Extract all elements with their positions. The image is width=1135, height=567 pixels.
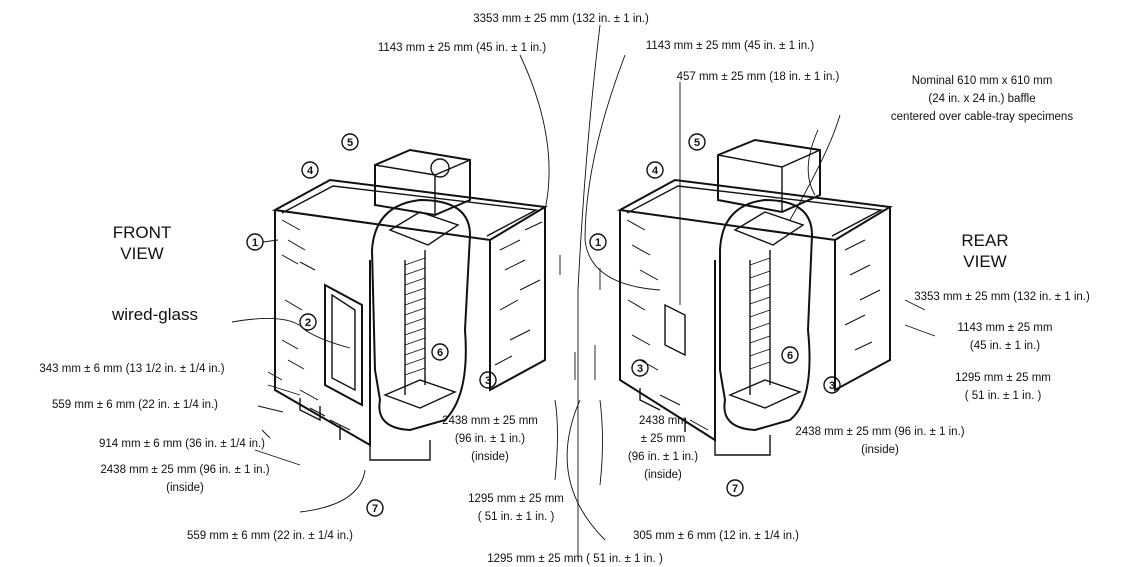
front-exhaust-box — [374, 148, 471, 217]
dim-2438-rear-line4: (inside) — [644, 469, 682, 481]
callout-3-rear-right-label: 3 — [829, 380, 835, 392]
rear-burner — [728, 379, 802, 409]
rear-brick-pattern — [626, 219, 881, 431]
dim-1295-center-line1: 1295 mm ± 25 mm — [468, 493, 564, 505]
front-view-enclosure — [271, 148, 548, 461]
front-baffle — [388, 211, 460, 246]
rear-view-enclosure — [616, 138, 893, 456]
front-right-wall — [489, 207, 546, 392]
callout-6-front-label: 6 — [437, 347, 443, 359]
front-brick-pattern — [281, 219, 543, 431]
callout-4-front-label: 4 — [307, 165, 314, 177]
rear-cable-tray — [749, 250, 771, 395]
callout-4-front — [301, 161, 319, 179]
callout-2-label: 2 — [305, 317, 311, 329]
callout-1-rear-label: 1 — [595, 237, 601, 249]
rear-view-title-line1: REAR — [961, 231, 1008, 250]
front-base — [299, 398, 431, 461]
dim-305: 305 mm ± 6 mm (12 in. ± 1/4 in.) — [633, 530, 799, 542]
dim-914: 914 mm ± 6 mm (36 in. ± 1/4 in.) — [99, 438, 265, 450]
front-cutaway — [370, 198, 472, 432]
callout-7-rear — [726, 479, 744, 497]
front-door — [324, 283, 363, 407]
rear-baffle — [733, 211, 805, 246]
rear-access-opening — [664, 303, 686, 357]
rear-cutaway — [719, 198, 814, 432]
callout-3-rear-label: 3 — [637, 363, 643, 375]
dim-mid-1143: 1143 mm ± 25 mm (45 in. ± 1 in.) — [646, 40, 815, 52]
view-titles: FRONT VIEW REAR VIEW wired-glass — [111, 223, 1009, 324]
dim-2438-right-line1: 2438 mm ± 25 mm (96 in. ± 1 in.) — [795, 426, 964, 438]
front-cable-tray — [404, 250, 426, 395]
dim-2438-center-line2: (96 in. ± 1 in.) — [455, 433, 525, 445]
rear-base — [639, 388, 771, 456]
callout-2 — [299, 313, 317, 331]
front-view-title-line1: FRONT — [113, 223, 172, 242]
front-tray-rungs — [404, 257, 426, 376]
dim-2438-center-line3: (inside) — [471, 451, 509, 463]
callout-6-rear — [781, 346, 799, 364]
front-exhaust-port — [430, 158, 450, 178]
dim-right-1143-line1: 1143 mm ± 25 mm — [958, 322, 1053, 334]
dim-right-1295-line2: ( 51 in. ± 1 in. ) — [965, 390, 1042, 402]
rear-roof — [616, 178, 893, 242]
dim-2438-left-line2: (inside) — [166, 482, 204, 494]
callout-3-rear — [631, 359, 649, 377]
callout-3-front-label: 3 — [485, 375, 491, 387]
baffle-note-line2: (24 in. x 24 in.) baffle — [928, 93, 1035, 105]
front-left-wall — [274, 210, 371, 447]
dim-457: 457 mm ± 25 mm (18 in. ± 1 in.) — [677, 71, 840, 83]
rear-view-title-line2: VIEW — [963, 252, 1006, 271]
callout-3-front — [479, 371, 497, 389]
callout-markers: 1 2 3 4 5 6 7 1 3 3 4 5 6 7 — [246, 133, 841, 517]
dim-right-1143-line2: (45 in. ± 1 in.) — [970, 340, 1040, 352]
dim-2438-rear-line2: ± 25 mm — [641, 433, 686, 445]
callout-4-rear-label: 4 — [652, 165, 659, 177]
callout-7-rear-label: 7 — [732, 483, 738, 495]
dimension-leaders — [231, 24, 936, 560]
rear-left-wall — [619, 210, 716, 442]
dim-left-1143: 1143 mm ± 25 mm (45 in. ± 1 in.) — [378, 42, 547, 54]
front-burner — [383, 379, 457, 409]
callout-1-front-label: 1 — [252, 237, 258, 249]
dim-right-1295-line1: 1295 mm ± 25 mm — [955, 372, 1051, 384]
callout-5-front — [341, 133, 359, 151]
dim-559-upper: 559 mm ± 6 mm (22 in. ± 1/4 in.) — [52, 399, 218, 411]
front-view-title-line2: VIEW — [120, 244, 163, 263]
callout-6-rear-label: 6 — [787, 350, 793, 362]
callout-5-front-label: 5 — [347, 137, 353, 149]
callout-4-rear — [646, 161, 664, 179]
dimension-labels: 3353 mm ± 25 mm (132 in. ± 1 in.) 1143 m… — [39, 13, 1090, 565]
callout-1-rear — [589, 233, 607, 251]
wired-glass-label: wired-glass — [111, 305, 198, 324]
callout-7-front — [366, 499, 384, 517]
baffle-note-line1: Nominal 610 mm x 610 mm — [912, 75, 1053, 87]
dim-2438-center-line1: 2438 mm ± 25 mm — [442, 415, 538, 427]
callout-3-rear-right — [823, 376, 841, 394]
dim-2438-rear-line1: 2438 mm — [639, 415, 687, 427]
dim-2438-rear-line3: (96 in. ± 1 in.) — [628, 451, 698, 463]
dim-343: 343 mm ± 6 mm (13 1/2 in. ± 1/4 in.) — [39, 363, 224, 375]
callout-6-front — [431, 343, 449, 361]
dim-2438-left-line1: 2438 mm ± 25 mm (96 in. ± 1 in.) — [100, 464, 269, 476]
dim-2438-right-line2: (inside) — [861, 444, 899, 456]
rear-right-wall — [834, 207, 891, 392]
dim-right-3353: 3353 mm ± 25 mm (132 in. ± 1 in.) — [914, 291, 1090, 303]
wired-glass-window — [331, 293, 356, 392]
callout-5-rear — [688, 133, 706, 151]
callout-5-rear-label: 5 — [694, 137, 700, 149]
dim-1295-center-line2: ( 51 in. ± 1 in. ) — [478, 511, 555, 523]
dim-bottom-1295: 1295 mm ± 25 mm ( 51 in. ± 1 in. ) — [487, 553, 663, 565]
baffle-note-line3: centered over cable-tray specimens — [891, 111, 1073, 123]
dim-top-3353: 3353 mm ± 25 mm (132 in. ± 1 in.) — [473, 13, 649, 25]
dim-559-lower: 559 mm ± 6 mm (22 in. ± 1/4 in.) — [187, 530, 353, 542]
rear-exhaust-box — [717, 138, 821, 214]
callout-7-front-label: 7 — [372, 503, 378, 515]
